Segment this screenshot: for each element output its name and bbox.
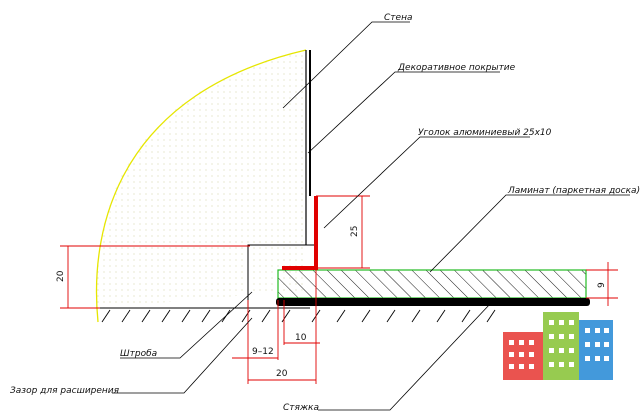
- label-screed: Стяжка: [283, 403, 319, 413]
- dim-20-bottom-label: 20: [276, 369, 288, 379]
- wall-body: [97, 50, 306, 308]
- dim-bottom: [232, 270, 320, 384]
- dim-10-label: 10: [295, 333, 307, 343]
- dim-25-label: 25: [350, 226, 360, 237]
- dim-25: [316, 195, 370, 269]
- watermark-logo: [503, 312, 613, 380]
- dim-9-label: 9: [597, 282, 607, 288]
- dim-20-left: [60, 245, 250, 309]
- label-groove: Штроба: [120, 349, 157, 359]
- wall-outline: [95, 49, 307, 323]
- screed-bar: [276, 298, 590, 306]
- dim-9: [586, 262, 618, 306]
- leader-lines: [112, 21, 630, 411]
- label-expansion-gap: Зазор для расширения: [10, 386, 120, 396]
- dim-9-12-label: 9–12: [252, 347, 274, 357]
- label-laminate: Ламинат (паркетная доска): [507, 186, 640, 196]
- label-wall: Стена: [384, 13, 412, 23]
- label-decorative-coating: Декоративное покрытие: [397, 63, 516, 73]
- dim-20-left-label: 20: [56, 270, 66, 282]
- floor-hatching: [95, 307, 496, 323]
- label-aluminium-corner: Уголок алюминиевый 25х10: [418, 128, 552, 138]
- laminate-board: [277, 269, 587, 299]
- groove-outline: [247, 244, 318, 308]
